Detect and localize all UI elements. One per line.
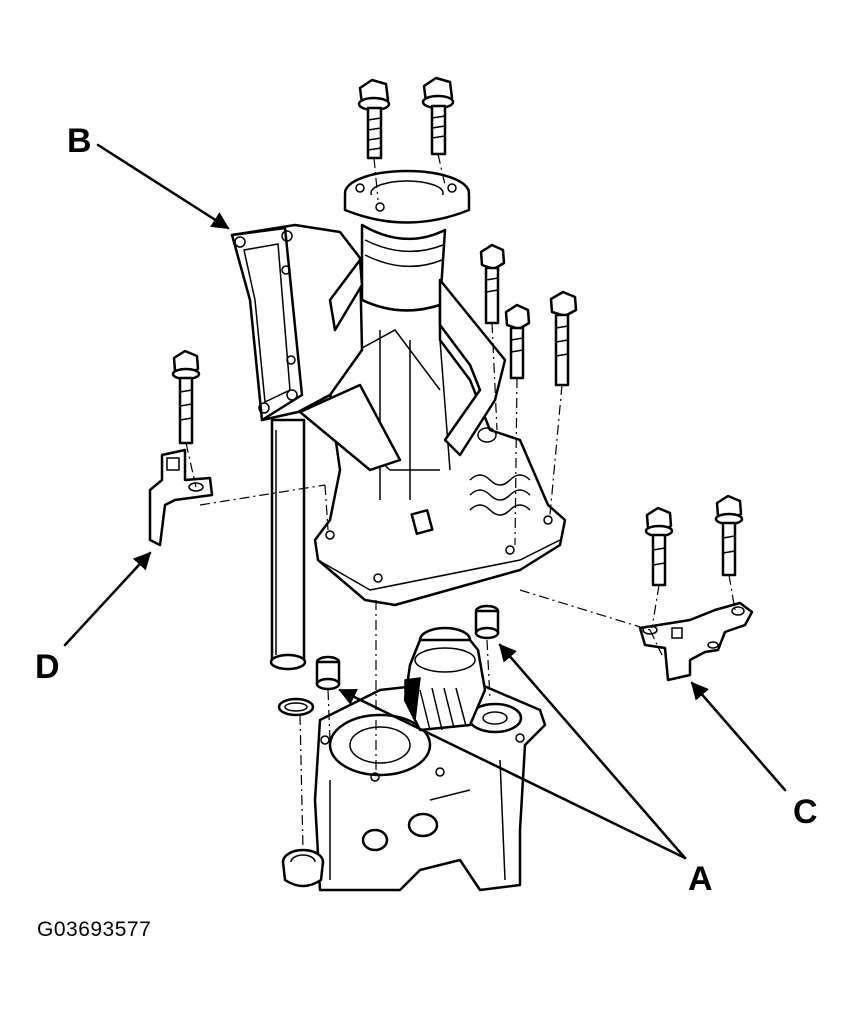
dowel-pin-right xyxy=(474,604,500,640)
callout-d: D xyxy=(35,648,60,686)
output-gear xyxy=(403,626,487,732)
arrow-a-right xyxy=(498,643,687,860)
bracket-d-bolt xyxy=(171,349,201,445)
arrow-c xyxy=(690,681,787,792)
bracket-c-bolt-left xyxy=(644,506,674,587)
lower-transmission-case xyxy=(313,678,547,892)
bracket-c xyxy=(638,601,754,682)
lower-seal xyxy=(281,848,325,888)
case-bolt-1 xyxy=(479,243,506,325)
leader-arrows xyxy=(63,143,787,860)
arrow-d xyxy=(63,551,152,647)
callout-c: C xyxy=(793,793,818,831)
dowel-pin-left xyxy=(315,655,341,691)
case-bolt-3 xyxy=(549,290,578,387)
figure-id: G03693577 xyxy=(37,918,152,941)
shift-housing-b xyxy=(230,223,402,671)
alignment-lines xyxy=(185,153,736,851)
bracket-d xyxy=(148,448,214,547)
arrow-a-left xyxy=(338,688,687,860)
top-bolt-left xyxy=(357,78,391,160)
arrow-b xyxy=(96,143,230,230)
top-bolt-right xyxy=(421,76,455,156)
case-bolt-2 xyxy=(504,303,531,380)
callout-a: A xyxy=(688,860,713,898)
bracket-c-bolt-right xyxy=(714,494,744,577)
callout-b: B xyxy=(67,122,92,160)
o-ring xyxy=(277,697,315,717)
